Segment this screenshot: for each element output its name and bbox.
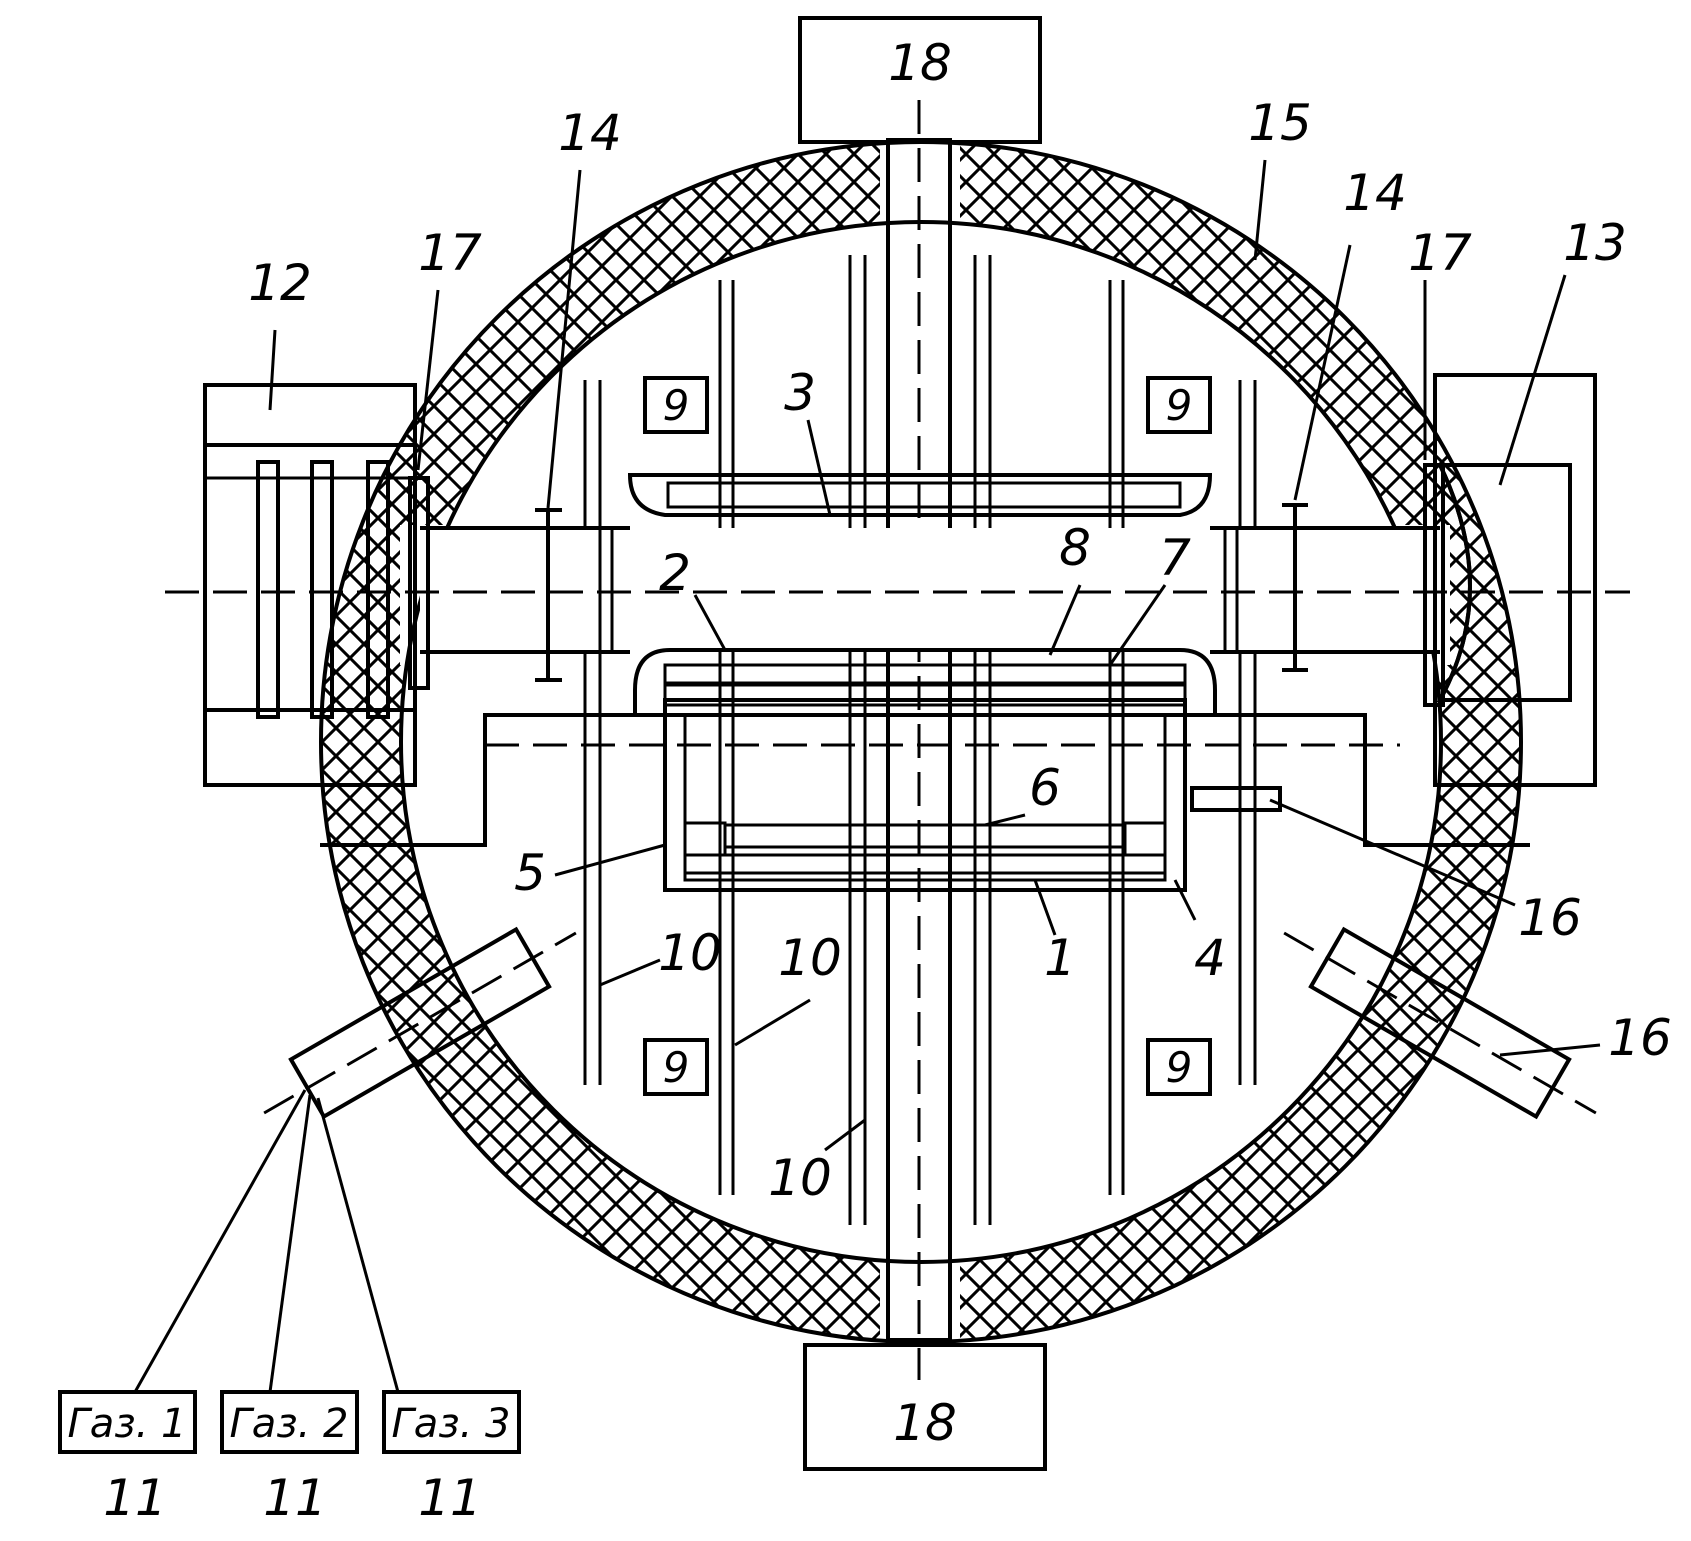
label-2: 2 bbox=[659, 544, 691, 602]
label-14-left: 14 bbox=[558, 104, 622, 162]
label-12: 12 bbox=[248, 254, 312, 312]
label-5: 5 bbox=[514, 844, 546, 902]
label-10-b: 10 bbox=[778, 929, 842, 987]
label-16-upper: 16 bbox=[1518, 889, 1582, 947]
label-6: 6 bbox=[1029, 759, 1061, 817]
label-17-left: 17 bbox=[418, 224, 482, 282]
label-17-right: 17 bbox=[1408, 224, 1472, 282]
insulation-ring bbox=[321, 142, 1521, 1342]
label-18-bottom: 18 bbox=[893, 1394, 957, 1452]
label-18-top: 18 bbox=[888, 34, 952, 92]
gas-box-2-label: Газ. 2 bbox=[230, 1401, 349, 1447]
label-15: 15 bbox=[1248, 94, 1312, 152]
heater-9-bottom-left-label: 9 bbox=[663, 1043, 690, 1092]
heater-9-top-left-label: 9 bbox=[663, 381, 690, 430]
gas-box-1-label: Газ. 1 bbox=[68, 1401, 187, 1447]
label-7: 7 bbox=[1159, 529, 1191, 587]
label-3: 3 bbox=[784, 364, 816, 422]
label-11-b: 11 bbox=[263, 1469, 327, 1527]
label-11-c: 11 bbox=[418, 1469, 482, 1527]
label-10-c: 10 bbox=[768, 1149, 832, 1207]
label-8: 8 bbox=[1059, 519, 1091, 577]
label-13: 13 bbox=[1563, 214, 1627, 272]
label-16-lower: 16 bbox=[1608, 1009, 1672, 1067]
label-10-a: 10 bbox=[658, 924, 722, 982]
gas-box-3-label: Газ. 3 bbox=[392, 1401, 511, 1447]
label-14-right: 14 bbox=[1343, 164, 1407, 222]
label-4: 4 bbox=[1194, 929, 1226, 987]
heater-9-bottom-right-label: 9 bbox=[1166, 1043, 1193, 1092]
label-11-a: 11 bbox=[103, 1469, 167, 1527]
gas-lines bbox=[135, 1090, 398, 1392]
label-1: 1 bbox=[1044, 929, 1076, 987]
heater-9-top-right-label: 9 bbox=[1166, 381, 1193, 430]
